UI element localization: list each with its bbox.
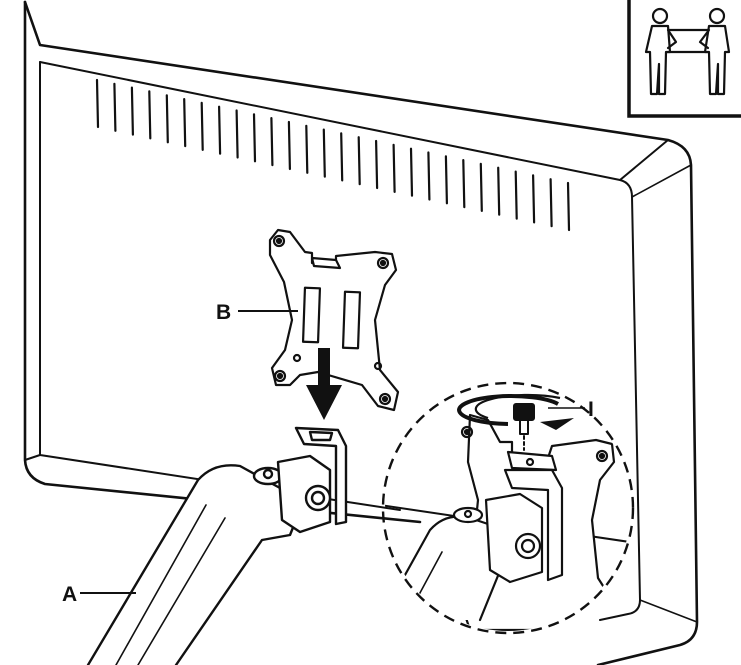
vent-slot bbox=[340, 132, 344, 182]
vent-slot bbox=[270, 116, 274, 167]
callout-b: B bbox=[216, 301, 298, 324]
callout-i: I bbox=[548, 398, 594, 421]
monitor-vent-slots bbox=[95, 78, 571, 232]
vent-slot bbox=[462, 159, 466, 209]
vent-slot bbox=[218, 105, 222, 155]
vent-slot bbox=[235, 109, 239, 159]
vent-slot bbox=[549, 178, 553, 228]
arrow-down-icon bbox=[306, 348, 342, 420]
vent-slot bbox=[252, 113, 257, 163]
vent-slot bbox=[427, 151, 431, 201]
vent-slot bbox=[357, 136, 361, 186]
vent-slot bbox=[183, 97, 187, 148]
vesa-mounting-plate bbox=[268, 228, 400, 412]
vent-slot bbox=[95, 78, 100, 129]
vent-slot bbox=[392, 143, 396, 193]
vent-slot bbox=[322, 128, 326, 178]
two-person-lift-icon bbox=[627, 0, 741, 118]
vent-slot bbox=[497, 166, 501, 216]
callout-label-b: B bbox=[216, 301, 231, 324]
thumb-screw bbox=[513, 403, 535, 451]
detail-inset bbox=[381, 381, 635, 635]
vent-slot bbox=[375, 139, 379, 190]
vent-slot bbox=[113, 82, 117, 132]
vent-slot bbox=[409, 147, 414, 197]
monitor-back bbox=[23, 0, 699, 665]
vent-slot bbox=[148, 90, 152, 140]
vent-slot bbox=[305, 124, 309, 174]
callout-label-a: A bbox=[62, 583, 77, 606]
rotate-clockwise-icon bbox=[457, 393, 574, 430]
callout-label-i: I bbox=[588, 398, 594, 421]
vent-slot bbox=[200, 101, 204, 151]
vent-slot bbox=[514, 170, 518, 220]
vent-slot bbox=[444, 155, 448, 205]
vent-slot bbox=[130, 86, 134, 136]
vent-slot bbox=[165, 94, 169, 144]
monitor-arm bbox=[86, 426, 348, 665]
vent-slot bbox=[287, 120, 291, 171]
vent-slot bbox=[479, 162, 483, 212]
callout-a: A bbox=[62, 583, 136, 606]
vent-slot bbox=[531, 174, 536, 224]
vent-slot bbox=[566, 181, 571, 232]
